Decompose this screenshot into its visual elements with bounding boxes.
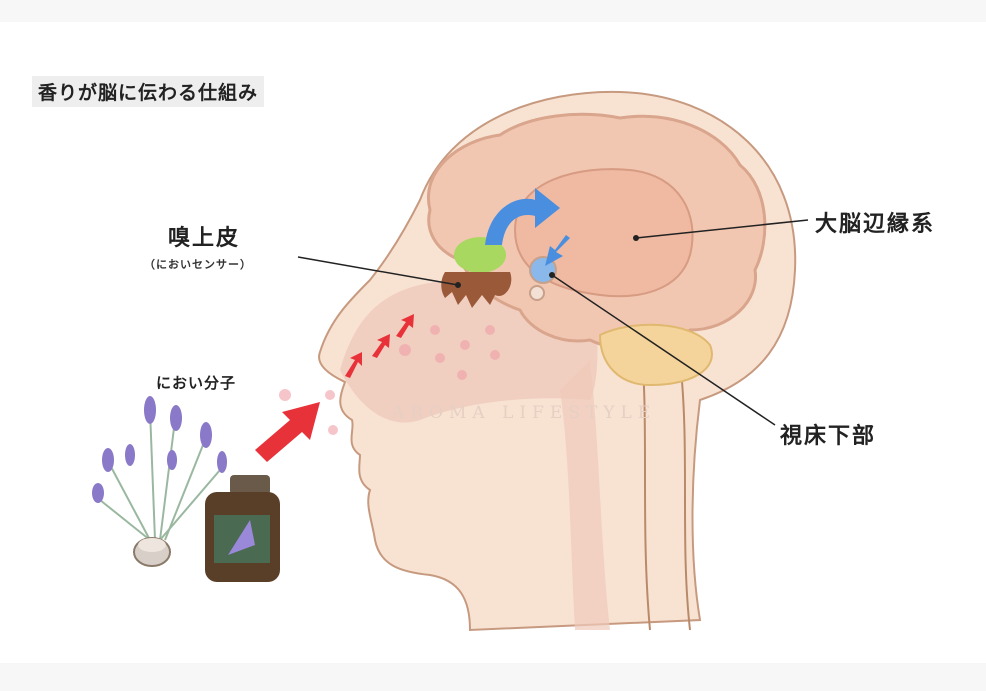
label-olfactory-epithelium: 嗅上皮 [168,226,241,251]
olfactory-bulb [454,237,506,273]
small-red-arrows-icon [345,314,414,378]
label-limbic-system: 大脳辺縁系 [815,212,936,237]
lavender-icon [92,396,227,541]
label-hypothalamus: 視床下部 [780,424,877,449]
olfactory-epithelium [441,272,512,308]
cap-icon [133,537,171,567]
odor-molecule-dots [279,325,500,435]
throat [560,360,610,630]
top-bar [0,0,986,22]
bottom-bar [0,663,986,691]
leader-line-hypothalamus [551,274,776,426]
essential-oil-bottle-icon [205,475,280,582]
curved-arrow-blue-icon [485,188,560,245]
limbic-system [513,168,694,298]
spine-line-2 [679,359,691,631]
watermark: AROMA LIFESTYLE [392,403,657,423]
arrow-to-hypothalamus-icon [545,235,570,266]
label-odor-molecules: におい分子 [156,374,237,392]
cerebellum [598,323,713,387]
pituitary [529,285,545,301]
label-olfactory-epithelium-note: （においセンサー） [144,258,252,271]
leader-line-limbic [635,219,809,239]
leader-line-epithelium [297,256,459,286]
big-red-arrow-icon [255,402,320,462]
diagram-title: 香りが脳に伝わる仕組み [32,76,265,107]
